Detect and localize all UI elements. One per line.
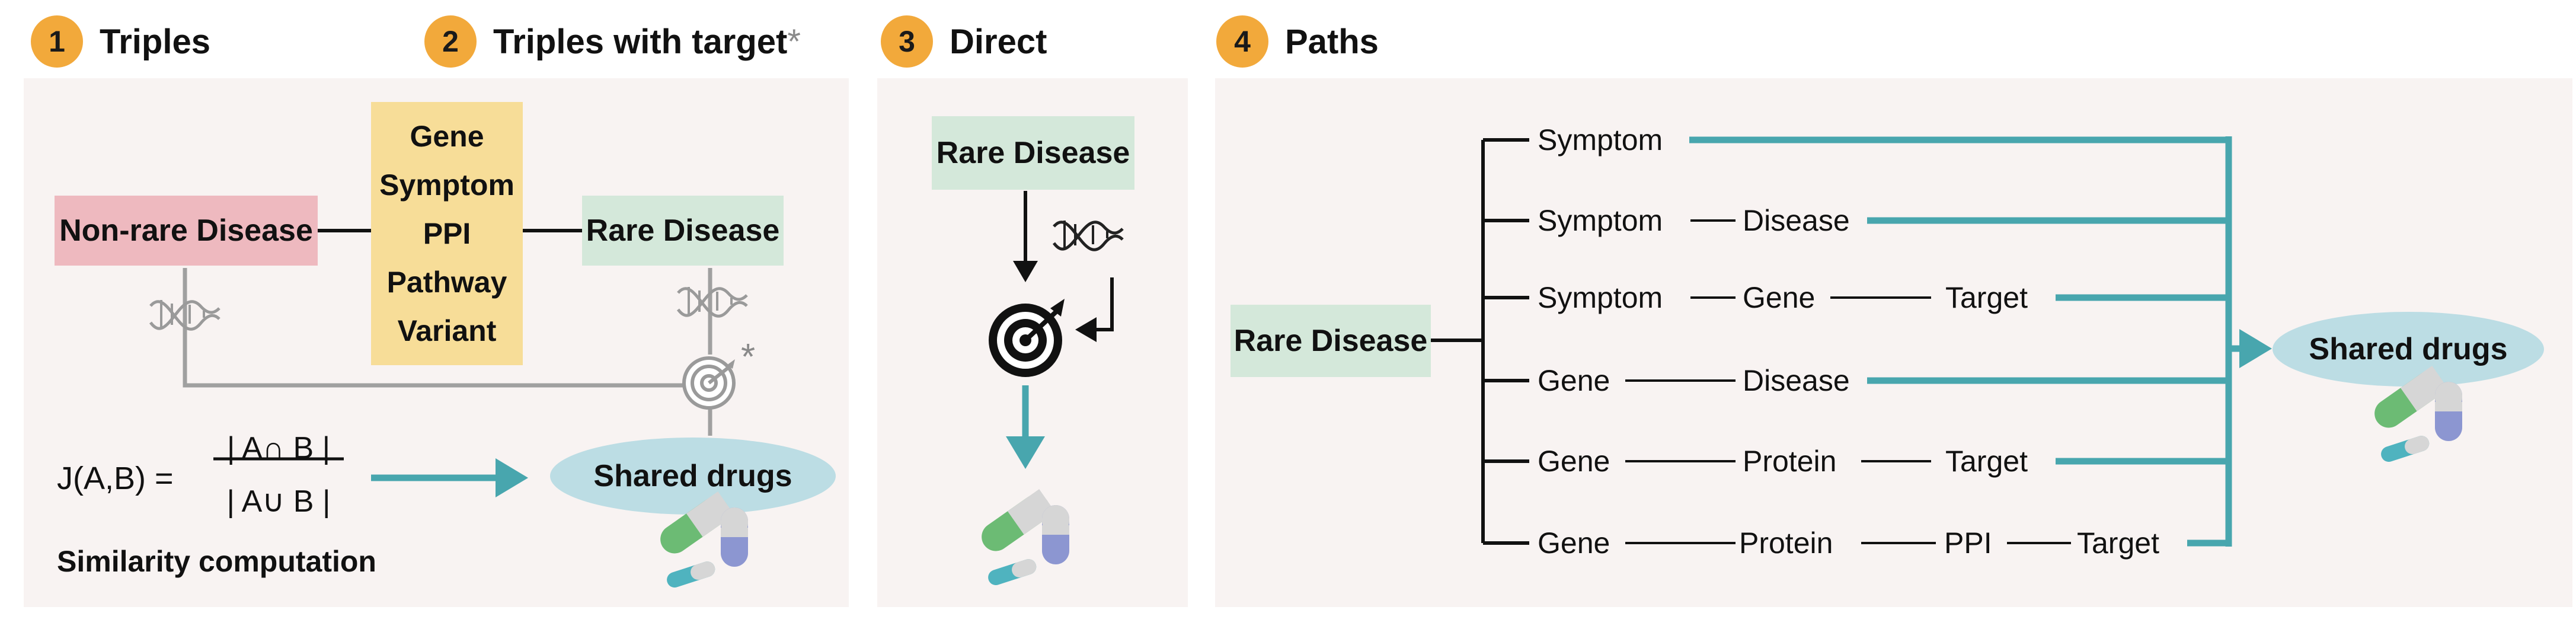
panel-3-header: 3 Direct [881,15,1047,68]
paths-node-rare-disease: Rare Disease [1231,305,1431,377]
panel-1-title: Triples [100,22,210,61]
formula-denominator: | A∪ B | [226,484,331,519]
pills-icon [982,489,1069,586]
dna-icon [1052,221,1124,251]
path-5-node-1: Gene [1538,445,1610,478]
path-1-node-1: Symptom [1538,123,1663,157]
relation-gene: Gene [410,120,484,153]
dna-icon [149,300,220,331]
panel-4-header: 4 Paths [1216,15,1379,68]
panel-2-title-text: Triples with target [493,22,788,61]
path-links [1625,219,2071,544]
path-6-node-4: Target [2077,526,2159,560]
dna-icon [676,287,748,318]
relation-types-box: Gene Symptom PPI Pathway Variant [371,102,523,365]
panel-2-header: 2 Triples with target* [424,15,801,68]
target-asterisk: * [741,337,756,378]
path-5-node-2: Protein [1743,445,1837,478]
panel-2-title-asterisk: * [787,22,801,61]
relation-ppi: PPI [423,217,471,250]
node-rare-disease: Rare Disease [582,196,784,266]
panel-4-number-badge: 4 [1216,15,1268,68]
path-2-node-2: Disease [1743,204,1850,237]
panel-3-number-badge: 3 [881,15,933,68]
panel-1-number-badge: 1 [31,15,83,68]
path-2-node-1: Symptom [1538,204,1663,237]
paths-shared-drugs-ellipse: Shared drugs [2273,312,2544,387]
relation-variant: Variant [397,314,497,347]
relation-pathway: Pathway [386,266,507,299]
formula-lhs: J(A,B) = [57,461,174,496]
panel-3-title: Direct [950,22,1047,61]
shared-drugs-ellipse: Shared drugs [550,438,836,515]
path-3-node-3: Target [1945,281,2028,314]
path-6-node-3: PPI [1944,526,1992,560]
formula-numerator: | A∩ B | [226,431,331,465]
path-5-node-3: Target [1945,445,2028,478]
panel-4-title: Paths [1285,22,1379,61]
path-3-node-1: Symptom [1538,281,1663,314]
teal-paths [1689,136,2232,547]
bracket-ticks [1483,138,1529,545]
panel-2-title: Triples with target* [493,22,801,62]
direct-node-rare-disease: Rare Disease [932,116,1134,190]
arrow-dna-to-target [1075,277,1114,342]
pills-icon [2374,366,2462,462]
path-4-node-2: Disease [1743,364,1850,397]
relation-symptom: Symptom [379,168,514,202]
panel-1-header: 1 Triples [31,15,210,68]
path-6-node-2: Protein [1739,526,1833,560]
path-6-node-1: Gene [1538,526,1610,560]
panel-2-number-badge: 2 [424,15,477,68]
pills-icon [660,491,748,588]
path-4-node-1: Gene [1538,364,1610,397]
line-nonrare-to-target [183,268,707,388]
path-3-node-2: Gene [1743,281,1816,314]
similarity-caption: Similarity computation [57,545,376,578]
node-non-rare-disease: Non-rare Disease [55,196,318,266]
target-icon [682,356,736,410]
target-icon [989,299,1065,377]
